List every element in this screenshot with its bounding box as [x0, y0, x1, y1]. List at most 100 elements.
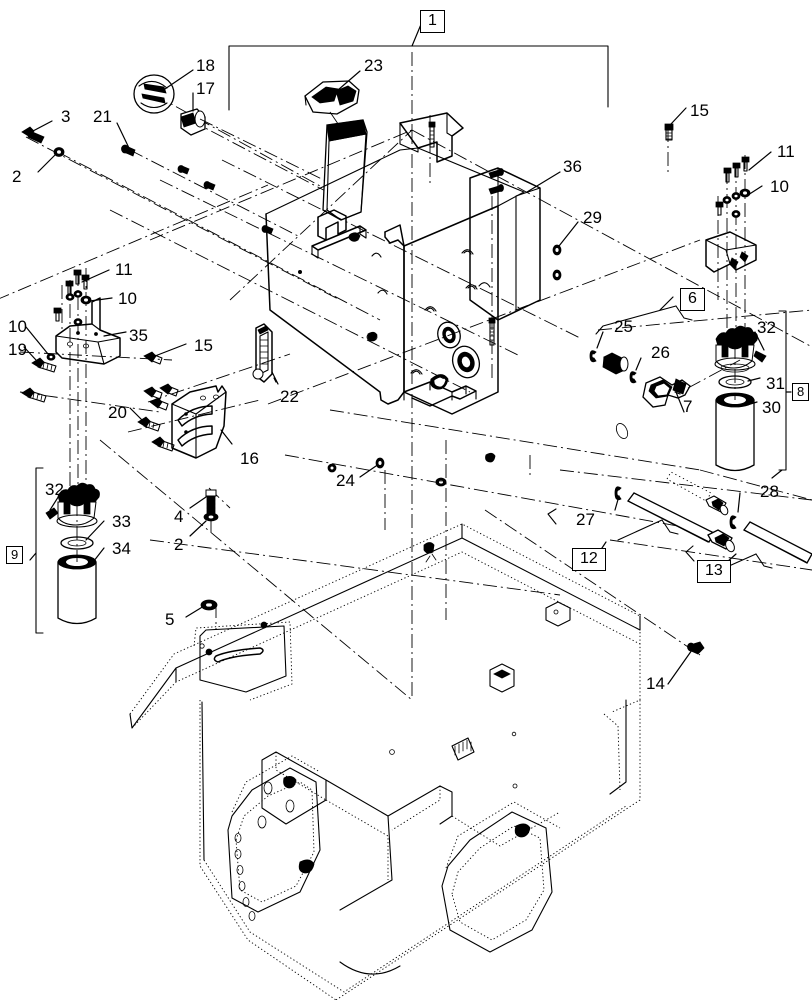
part-25-o-ring	[589, 331, 604, 363]
part-10-nut	[739, 188, 751, 198]
callout-20: 20	[108, 403, 127, 422]
part-11-bolt	[723, 167, 732, 183]
part-2-washer-lower	[189, 512, 219, 537]
part-32-filter-head-left	[45, 482, 100, 528]
group-bracket-9	[29, 467, 44, 634]
part-24-grommet	[359, 457, 385, 478]
bolt-lower-bracket	[151, 436, 175, 452]
group-bracket-8	[771, 310, 792, 479]
callout-26: 26	[651, 343, 670, 362]
part-27-o-ring	[614, 486, 622, 511]
part-11-bolt	[741, 156, 750, 172]
lead-36	[526, 171, 561, 193]
callout-33: 33	[112, 512, 131, 531]
callout-19: 19	[8, 340, 27, 359]
callout-10-left: 10	[118, 289, 137, 308]
callout-15-right: 15	[690, 101, 709, 120]
part-20-bolt	[129, 407, 161, 432]
part-11-bolt	[715, 201, 724, 216]
part-11-bolt	[53, 307, 62, 322]
assembly-centerlines	[19, 52, 812, 700]
callout-2-top: 2	[12, 167, 22, 186]
part-22-sight-gauge	[252, 323, 279, 385]
part-33-seal-ring-left	[60, 520, 105, 550]
part-10-nut	[731, 192, 741, 200]
callout-36: 36	[563, 157, 582, 176]
part-12-suction-tube	[547, 486, 735, 553]
part-13-suction-tube	[685, 492, 812, 571]
part-14-plug	[667, 641, 705, 685]
part-4-bolt	[189, 489, 217, 515]
callout-21: 21	[93, 107, 112, 126]
part-17-breather	[180, 92, 341, 189]
part-11-bolt	[65, 280, 74, 296]
part-28-o-ring	[729, 492, 741, 530]
callout-17: 17	[196, 79, 215, 98]
group-bracket-1	[228, 21, 609, 111]
callout-29: 29	[583, 208, 602, 227]
part-10-nut	[722, 196, 732, 204]
part-15-bolt-left	[143, 343, 187, 365]
callout-7: 7	[683, 397, 693, 416]
part-2-washer	[37, 147, 65, 173]
right-mount-bracket	[705, 231, 757, 273]
part-11-bolt	[73, 269, 82, 285]
part-10-nut	[65, 293, 75, 301]
part-19-bolt	[23, 346, 57, 373]
lower-chassis-frame	[129, 523, 641, 1000]
left-fastener-stack	[53, 269, 113, 326]
callout-box-9: 9	[6, 546, 24, 564]
callout-11-left: 11	[115, 260, 133, 279]
callout-27: 27	[576, 510, 595, 529]
filler-neck-tube	[322, 119, 368, 221]
callout-box-8: 8	[792, 383, 810, 401]
part-21-plug	[116, 122, 136, 157]
part-35-mount-bracket	[55, 297, 127, 365]
part-10-nut	[80, 295, 92, 305]
part-29-grommet	[552, 221, 579, 281]
callout-4: 4	[174, 507, 184, 526]
callout-15-left: 15	[194, 336, 213, 355]
callout-11-right: 11	[777, 142, 795, 161]
callout-box-1: 1	[420, 10, 445, 33]
callout-35: 35	[129, 326, 148, 345]
part-10-nut	[731, 210, 741, 218]
callout-2-lower: 2	[174, 535, 184, 554]
callout-box-12: 12	[572, 548, 606, 571]
callout-box-13: 13	[697, 560, 731, 583]
hose-fitting	[602, 352, 629, 375]
callout-31: 31	[766, 374, 785, 393]
tank-side-bolt	[488, 317, 496, 346]
part-16-mounting-bracket	[143, 383, 233, 459]
part-18-filler-cap	[133, 69, 194, 114]
extra-centerlines	[0, 129, 812, 701]
part-26-o-ring	[629, 357, 642, 384]
right-fastener-stack	[715, 151, 772, 218]
callout-30: 30	[762, 398, 781, 417]
callout-box-6: 6	[680, 288, 705, 311]
callout-14: 14	[646, 674, 665, 693]
part-5-grommet	[185, 599, 218, 618]
callout-24: 24	[336, 471, 355, 490]
group-6-fitting-kit	[595, 296, 693, 335]
tank-top-bolt	[428, 121, 436, 148]
callout-23: 23	[364, 56, 383, 75]
callout-18: 18	[196, 56, 215, 75]
callout-22: 22	[280, 387, 299, 406]
callout-5: 5	[165, 610, 175, 629]
callout-16: 16	[240, 449, 259, 468]
callout-3: 3	[61, 107, 71, 126]
part-11-bolt	[732, 162, 741, 178]
callout-10-bracket: 10	[8, 317, 27, 336]
small-fasteners-scatter	[177, 165, 496, 563]
part-31-seal-ring-right	[718, 375, 761, 389]
hydraulic-tank-body	[265, 112, 541, 415]
part-10-nut	[73, 290, 83, 298]
part-3-bolt	[21, 120, 53, 144]
callout-34: 34	[112, 539, 131, 558]
part-7-elbow-fitting	[642, 359, 741, 413]
callout-25: 25	[614, 317, 633, 336]
part-34-filter-element-left	[57, 502, 105, 625]
part-10-nut-left-bracket	[25, 326, 56, 361]
callout-10-right: 10	[770, 177, 789, 196]
